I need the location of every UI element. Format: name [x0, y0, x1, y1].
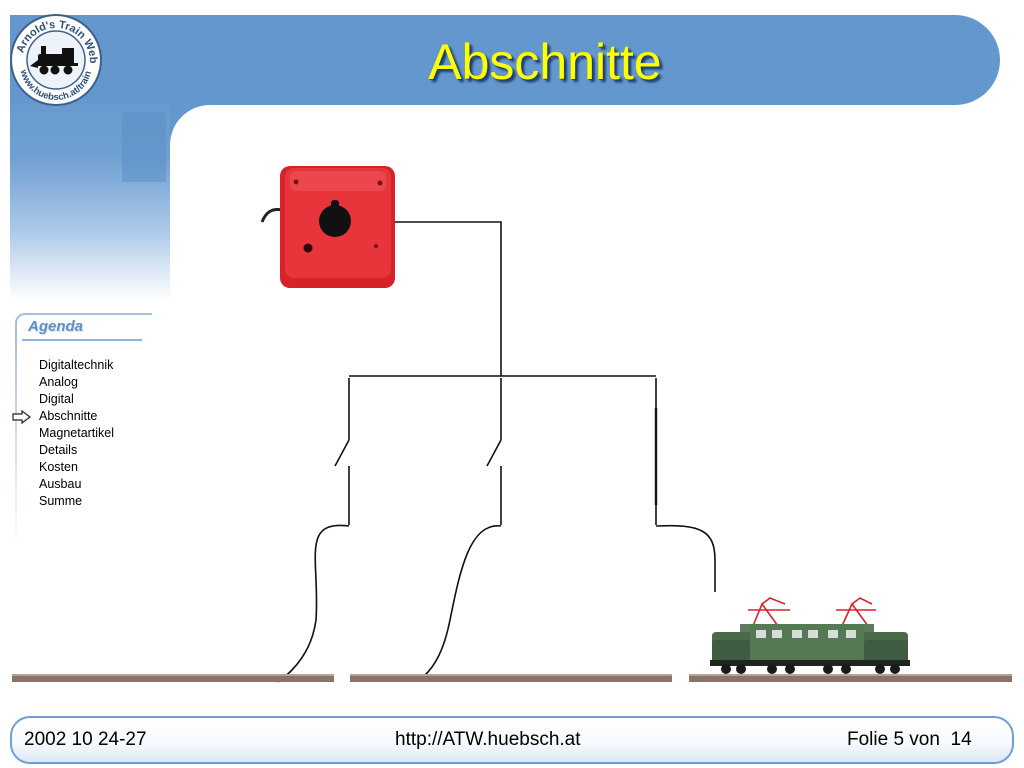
agenda-item-magnetartikel[interactable]: Magnetartikel [39, 426, 115, 440]
agenda-frame [15, 313, 152, 343]
agenda-title: Agenda [28, 318, 84, 335]
agenda-divider [15, 340, 17, 550]
agenda-item-details[interactable]: Details [39, 443, 78, 457]
agenda-item-ausbau[interactable]: Ausbau [39, 477, 82, 491]
footer-bar [10, 716, 1014, 764]
slide-title: Abschnitte [428, 34, 662, 90]
wires [277, 221, 716, 683]
track-sections [12, 674, 1012, 682]
footer-url[interactable]: http://ATW.huebsch.at [395, 729, 581, 750]
agenda-item-analog[interactable]: Analog [39, 375, 78, 389]
agenda-list: Digitaltechnik Analog Digital Abschnitte… [39, 357, 114, 510]
electric-locomotive [710, 597, 910, 674]
arrow-right-icon [12, 410, 31, 424]
logo[interactable]: Arnold's Train Web www.huebsch.at/train [8, 12, 104, 108]
locomotive-icon [30, 46, 78, 75]
header-band [10, 15, 1000, 105]
agenda-item-summe[interactable]: Summe [39, 494, 83, 508]
footer-slide-number: Folie 5 von 14 [847, 729, 972, 750]
agenda-item-digitaltechnik[interactable]: Digitaltechnik [39, 358, 114, 372]
agenda-item-digital[interactable]: Digital [39, 392, 74, 406]
agenda-item-abschnitte[interactable]: Abschnitte [39, 409, 98, 423]
agenda-underline [22, 339, 142, 341]
side-accent [122, 112, 166, 182]
transformer-controller [260, 166, 395, 288]
agenda-item-kosten[interactable]: Kosten [39, 460, 78, 474]
footer-date: 2002 10 24-27 [24, 729, 147, 750]
